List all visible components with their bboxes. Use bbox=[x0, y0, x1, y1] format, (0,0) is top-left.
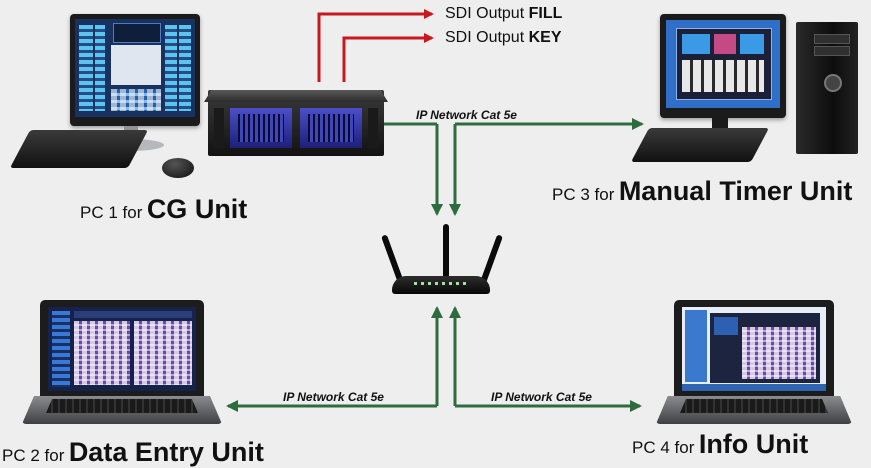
pc2-laptop-lid bbox=[40, 300, 204, 396]
pc3-screen bbox=[666, 20, 780, 108]
network-label-top: IP Network Cat 5e bbox=[416, 108, 517, 122]
sdi-key-prefix: SDI Output bbox=[445, 29, 525, 46]
pc1-caption: PC 1 for CG Unit bbox=[80, 196, 247, 223]
pc1-name: CG Unit bbox=[146, 194, 248, 224]
pc4-screen bbox=[682, 307, 826, 391]
network-label-bottom-left: IP Network Cat 5e bbox=[283, 390, 384, 404]
pc1-monitor bbox=[70, 14, 200, 126]
pc3-name: Manual Timer Unit bbox=[618, 176, 853, 206]
rack-server bbox=[204, 90, 388, 156]
pc4-laptop-base bbox=[656, 396, 852, 424]
sdi-key-arrow bbox=[342, 33, 434, 82]
pc4-caption: PC 4 for Info Unit bbox=[632, 431, 808, 458]
pc4-laptop-lid bbox=[674, 300, 834, 396]
pc1-keyboard bbox=[9, 130, 149, 168]
pc3-prefix: PC 3 for bbox=[552, 185, 615, 204]
pc4-name: Info Unit bbox=[698, 429, 809, 459]
pc3-monitor bbox=[660, 14, 786, 118]
pc1-prefix: PC 1 for bbox=[80, 203, 143, 222]
sdi-fill-label: SDI Output FILL bbox=[445, 6, 562, 22]
network-label-bottom-right: IP Network Cat 5e bbox=[491, 390, 592, 404]
pc1-mouse bbox=[162, 158, 194, 178]
pc2-name: Data Entry Unit bbox=[68, 437, 264, 467]
sdi-fill-arrow bbox=[317, 9, 434, 82]
pc1-screen bbox=[75, 19, 195, 117]
sdi-key-label: SDI Output KEY bbox=[445, 30, 562, 46]
pc4-prefix: PC 4 for bbox=[632, 438, 695, 457]
pc2-prefix: PC 2 for bbox=[2, 446, 65, 465]
sdi-fill-name: FILL bbox=[528, 5, 563, 22]
pc2-screen bbox=[48, 307, 196, 391]
pc2-caption: PC 2 for Data Entry Unit bbox=[2, 439, 264, 466]
pc2-laptop-base bbox=[22, 396, 222, 424]
pc3-keyboard bbox=[630, 128, 770, 162]
sdi-key-name: KEY bbox=[528, 29, 562, 46]
router-body bbox=[392, 276, 490, 294]
pc3-caption: PC 3 for Manual Timer Unit bbox=[552, 178, 852, 205]
sdi-fill-prefix: SDI Output bbox=[445, 5, 525, 22]
pc3-tower bbox=[796, 22, 858, 154]
